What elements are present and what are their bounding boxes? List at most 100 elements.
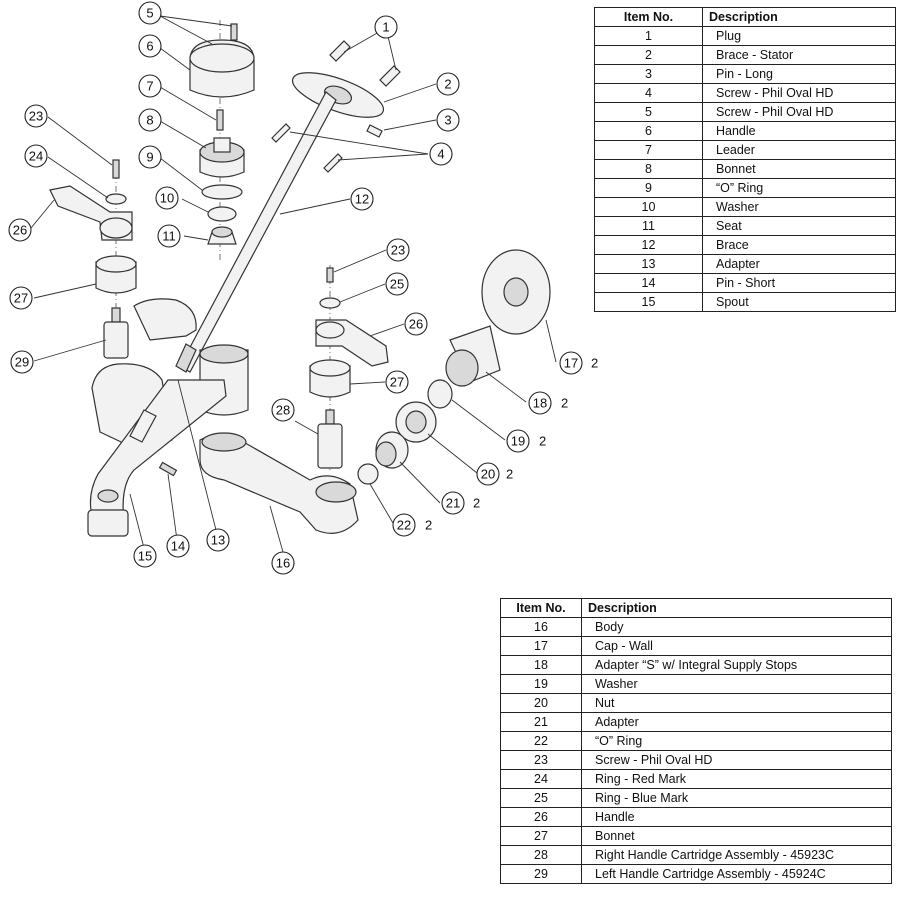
qty-20: 2 — [506, 467, 513, 482]
item-number-cell: 29 — [500, 864, 582, 884]
description-cell: Ring - Red Mark — [581, 769, 892, 789]
callout-10: 10 — [155, 186, 179, 210]
callout-16: 16 — [271, 551, 295, 575]
callout-5: 5 — [138, 1, 162, 25]
callout-23-left: 23 — [24, 104, 48, 128]
item-number-cell: 5 — [594, 102, 703, 122]
item-number-cell: 23 — [500, 750, 582, 770]
description-cell: Seat — [702, 216, 896, 236]
svg-text:15: 15 — [138, 549, 152, 564]
svg-text:23: 23 — [391, 243, 405, 258]
item-number-cell: 13 — [594, 254, 703, 274]
handle-cap-part — [189, 39, 255, 98]
header-item-no: Item No. — [594, 7, 703, 27]
left-cartridge-part — [103, 307, 129, 359]
item-number-cell: 22 — [500, 731, 582, 751]
item-number-cell: 7 — [594, 140, 703, 160]
adapter-s-part — [445, 325, 501, 387]
callout-6: 6 — [138, 34, 162, 58]
description-cell: “O” Ring — [581, 731, 892, 751]
svg-text:23: 23 — [29, 109, 43, 124]
callout-19: 19 — [506, 429, 530, 453]
callout-21: 21 — [441, 491, 465, 515]
table-row: 9“O” Ring — [594, 178, 896, 198]
svg-text:16: 16 — [276, 556, 290, 571]
item-number-cell: 28 — [500, 845, 582, 865]
svg-text:26: 26 — [13, 223, 27, 238]
svg-text:1: 1 — [382, 20, 389, 35]
description-cell: Left Handle Cartridge Assembly - 45924C — [581, 864, 892, 884]
washer-supply-part — [427, 379, 453, 409]
brace-part — [179, 91, 337, 373]
description-cell: Adapter — [702, 254, 896, 274]
item-number-cell: 19 — [500, 674, 582, 694]
svg-text:10: 10 — [160, 191, 174, 206]
callout-23-right: 23 — [386, 238, 410, 262]
item-number-cell: 25 — [500, 788, 582, 808]
callout-1: 1 — [374, 15, 398, 39]
callout-17: 17 — [559, 351, 583, 375]
description-cell: Brace - Stator — [702, 45, 896, 65]
callout-4: 4 — [429, 142, 453, 166]
item-number-cell: 3 — [594, 64, 703, 84]
svg-text:26: 26 — [409, 317, 423, 332]
svg-text:21: 21 — [446, 496, 460, 511]
callout-7: 7 — [138, 74, 162, 98]
item-number-cell: 17 — [500, 636, 582, 656]
qty-17: 2 — [591, 356, 598, 371]
right-cartridge-part — [317, 409, 343, 469]
svg-text:4: 4 — [437, 147, 444, 162]
right-bonnet-part — [309, 359, 351, 398]
description-cell: Ring - Blue Mark — [581, 788, 892, 808]
item-number-cell: 15 — [594, 292, 703, 312]
table-header-row: Item No. Description — [500, 598, 892, 618]
callout-12: 12 — [350, 187, 374, 211]
callout-3: 3 — [436, 108, 460, 132]
pin-short-part — [158, 461, 178, 477]
svg-text:6: 6 — [146, 39, 153, 54]
seat-part — [207, 226, 237, 245]
description-cell: Handle — [581, 807, 892, 827]
item-number-cell: 21 — [500, 712, 582, 732]
leader-lines — [30, 15, 557, 553]
description-cell: Washer — [581, 674, 892, 694]
description-cell: Plug — [702, 26, 896, 46]
svg-text:29: 29 — [15, 355, 29, 370]
plug-part — [329, 40, 401, 87]
svg-text:7: 7 — [146, 79, 153, 94]
svg-text:5: 5 — [146, 6, 153, 21]
svg-text:25: 25 — [390, 277, 404, 292]
item-number-cell: 12 — [594, 235, 703, 255]
description-cell: Adapter — [581, 712, 892, 732]
description-cell: Screw - Phil Oval HD — [702, 102, 896, 122]
item-number-cell: 24 — [500, 769, 582, 789]
svg-text:3: 3 — [444, 113, 451, 128]
svg-text:8: 8 — [146, 113, 153, 128]
callout-15: 15 — [133, 544, 157, 568]
description-cell: “O” Ring — [702, 178, 896, 198]
description-cell: Screw - Phil Oval HD — [702, 83, 896, 103]
adapter-part — [129, 409, 157, 443]
header-description: Description — [702, 7, 896, 27]
